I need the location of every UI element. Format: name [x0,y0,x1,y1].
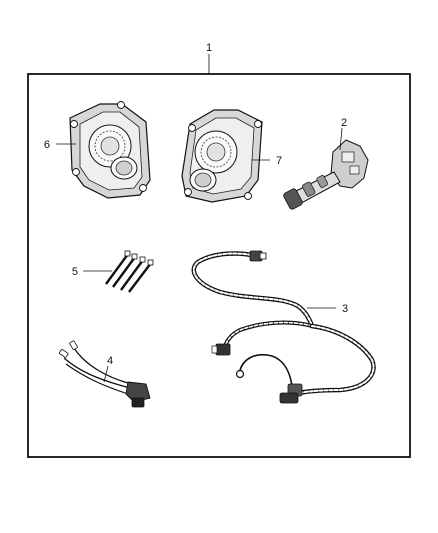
fog-lamp-bezel-left [69,101,151,199]
callout-7: 7 [276,155,282,167]
callout-1: 1 [206,42,212,54]
callout-3: 3 [342,303,348,315]
callout-6: 6 [44,139,50,151]
callout-4: 4 [107,355,113,367]
pigtail-harness [58,340,151,408]
wiring-harness [191,250,376,404]
callout-2-leader [339,127,343,151]
fog-lamp-bezel-right [181,109,263,203]
callout-5: 5 [72,266,78,278]
callout-4-leader [103,365,109,383]
cable-ties [105,250,154,293]
callout-2: 2 [341,117,347,129]
multifunction-switch [283,139,369,210]
kit-frame [27,73,411,458]
